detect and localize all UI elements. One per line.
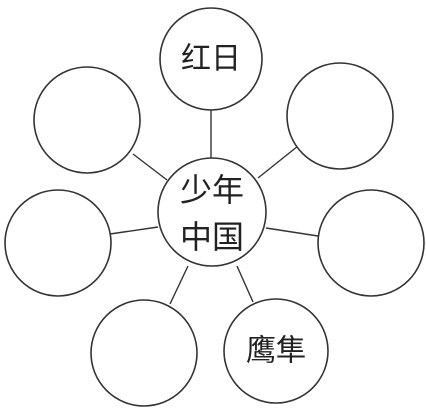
- node-lower-left: [90, 299, 198, 407]
- connector-right: [265, 227, 319, 237]
- center-line-1: 少年: [180, 171, 244, 209]
- node-upper-right: [286, 62, 394, 170]
- connector-upper-right: [257, 145, 299, 179]
- connector-lower-right: [236, 265, 254, 303]
- connectors: [109, 110, 319, 305]
- node-top: 红日: [159, 7, 263, 111]
- node-top-label: 红日: [181, 42, 241, 77]
- center-line-2: 中国: [180, 218, 244, 256]
- center-node: 少年 中国: [157, 157, 267, 267]
- connector-left: [109, 226, 159, 235]
- node-upper-left: [33, 66, 141, 174]
- node-left: [4, 189, 112, 297]
- connector-upper-left: [132, 153, 168, 181]
- connector-lower-left: [169, 265, 189, 305]
- node-lower-right-label: 鹰隼: [246, 334, 306, 369]
- node-right: [317, 189, 425, 297]
- node-lower-right: 鹰隼: [223, 298, 329, 404]
